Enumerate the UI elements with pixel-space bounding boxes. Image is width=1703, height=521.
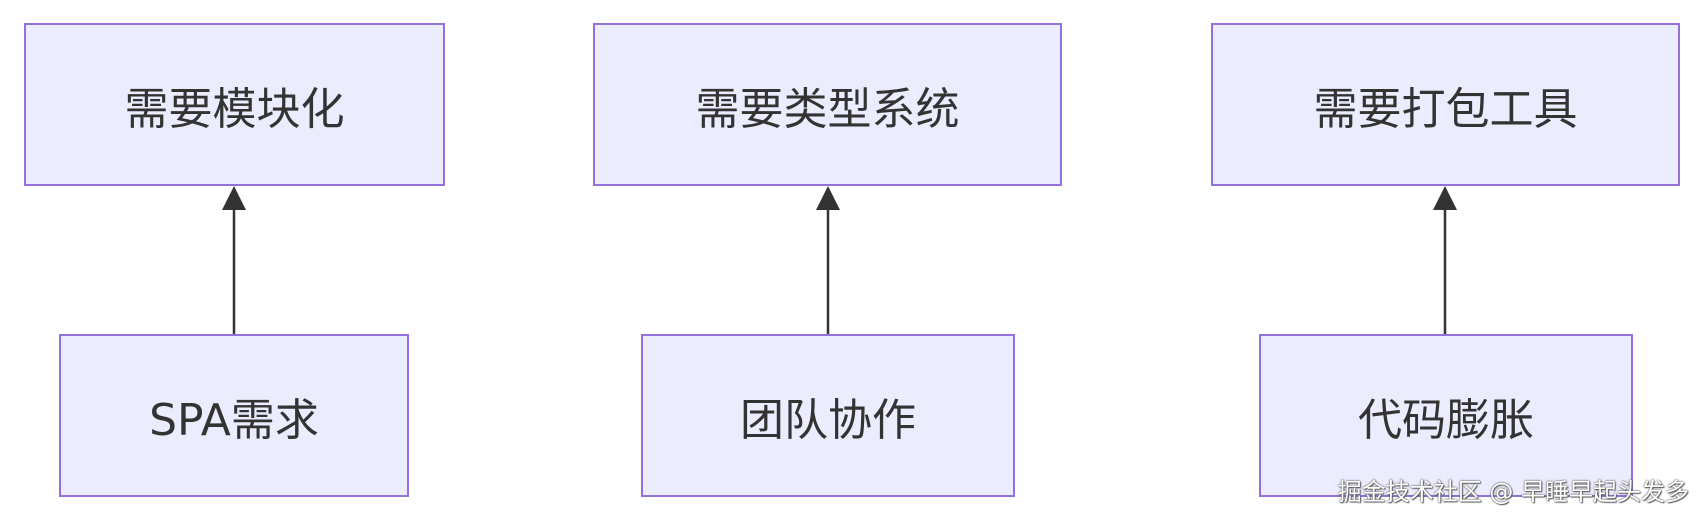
watermark-text: 掘金技术社区 @ 早睡早起头发多 (1337, 478, 1689, 506)
edge-bloat-to-bundler (1433, 186, 1457, 334)
node-label: 需要打包工具 (1313, 83, 1578, 135)
node-need-modularization: 需要模块化 (24, 23, 445, 186)
node-need-bundler: 需要打包工具 (1211, 23, 1680, 186)
node-label: 团队协作 (740, 394, 916, 446)
node-spa-requirement: SPA需求 (59, 334, 409, 497)
node-label: 需要模块化 (124, 83, 345, 135)
edge-spa-to-modularization (222, 186, 246, 334)
node-code-bloat: 代码膨胀 (1259, 334, 1633, 497)
node-need-type-system: 需要类型系统 (593, 23, 1062, 186)
node-label: 需要类型系统 (695, 83, 960, 135)
node-label: 代码膨胀 (1358, 394, 1534, 446)
edge-collaboration-to-type-system (816, 186, 840, 334)
node-label: SPA需求 (149, 394, 319, 446)
node-team-collaboration: 团队协作 (641, 334, 1015, 497)
